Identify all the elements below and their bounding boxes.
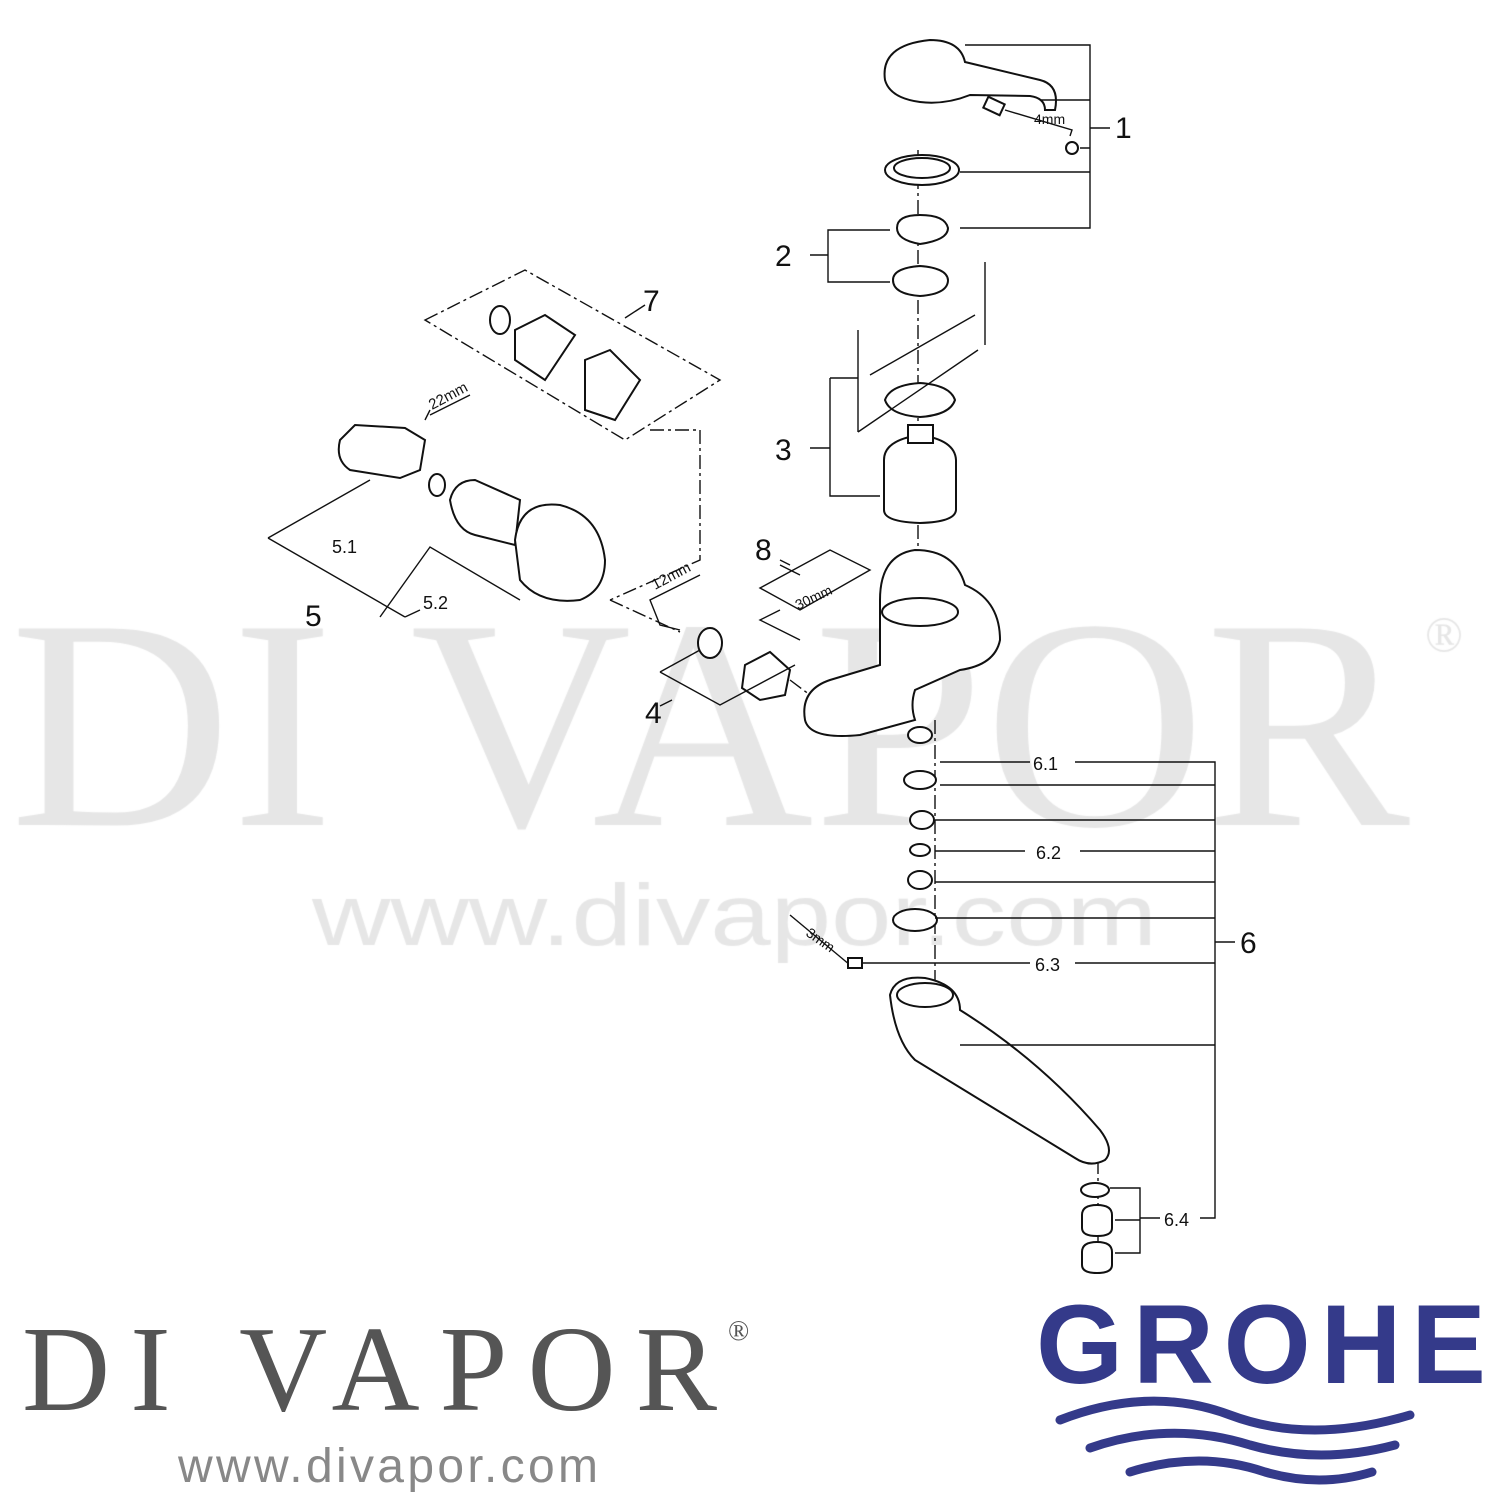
label-1: 1	[1115, 112, 1132, 145]
label-2: 2	[775, 240, 792, 273]
nut-and-fitting	[649, 574, 792, 702]
wrench-22mm-icon	[424, 394, 471, 421]
leader-6	[862, 761, 1235, 1254]
grohe-wordmark: GROHE	[1036, 1282, 1486, 1407]
brand-name: DI VAPOR	[22, 1302, 718, 1437]
label-4: 4	[645, 697, 662, 730]
label-6-2: 6.2	[1036, 843, 1061, 863]
label-8: 8	[755, 534, 772, 567]
tool-22mm: 22mm	[426, 379, 471, 414]
mixer-body	[803, 548, 1002, 737]
tool-12mm: 12mm	[649, 559, 694, 594]
hex-key-4mm-icon	[1004, 109, 1073, 137]
brand-url: www.divapor.com	[177, 1440, 598, 1493]
hex-key-12mm-icon	[649, 574, 701, 631]
cartridge-assembly	[857, 262, 986, 525]
divapor-logo: DI VAPOR ® www.divapor.com	[22, 1302, 749, 1493]
grohe-waves-icon	[1055, 1396, 1415, 1485]
label-5-2: 5.2	[423, 593, 448, 613]
label-7: 7	[643, 285, 660, 318]
hex-key-3mm-icon	[789, 914, 851, 966]
leader-3	[810, 314, 979, 497]
tool-4mm: 4mm	[1034, 111, 1065, 127]
axis-7	[609, 429, 701, 601]
leader-8	[758, 559, 801, 641]
leader-1	[960, 44, 1110, 229]
leader-7-box	[423, 269, 722, 441]
label-5-1: 5.1	[332, 537, 357, 557]
label-6-1: 6.1	[1033, 754, 1058, 774]
grohe-logo: GROHE	[1036, 1282, 1486, 1485]
leader-7	[624, 304, 646, 319]
label-5: 5	[305, 600, 322, 633]
cap-and-ring	[891, 213, 950, 298]
label-3: 3	[775, 434, 792, 467]
label-6-3: 6.3	[1035, 955, 1060, 975]
lever-handle	[883, 38, 1079, 186]
wall-connector	[337, 394, 607, 602]
leader-4	[659, 649, 796, 707]
leader-5	[267, 479, 521, 618]
label-6: 6	[1240, 927, 1257, 960]
leader-2	[810, 229, 890, 283]
extension-kit	[489, 305, 642, 422]
spout-assembly	[789, 726, 1113, 1275]
brand-registered: ®	[728, 1316, 749, 1347]
label-6-4: 6.4	[1164, 1210, 1189, 1230]
axis-4	[609, 599, 811, 696]
wrench-30mm-icon	[758, 549, 872, 611]
tool-30mm: 30mm	[793, 582, 835, 613]
